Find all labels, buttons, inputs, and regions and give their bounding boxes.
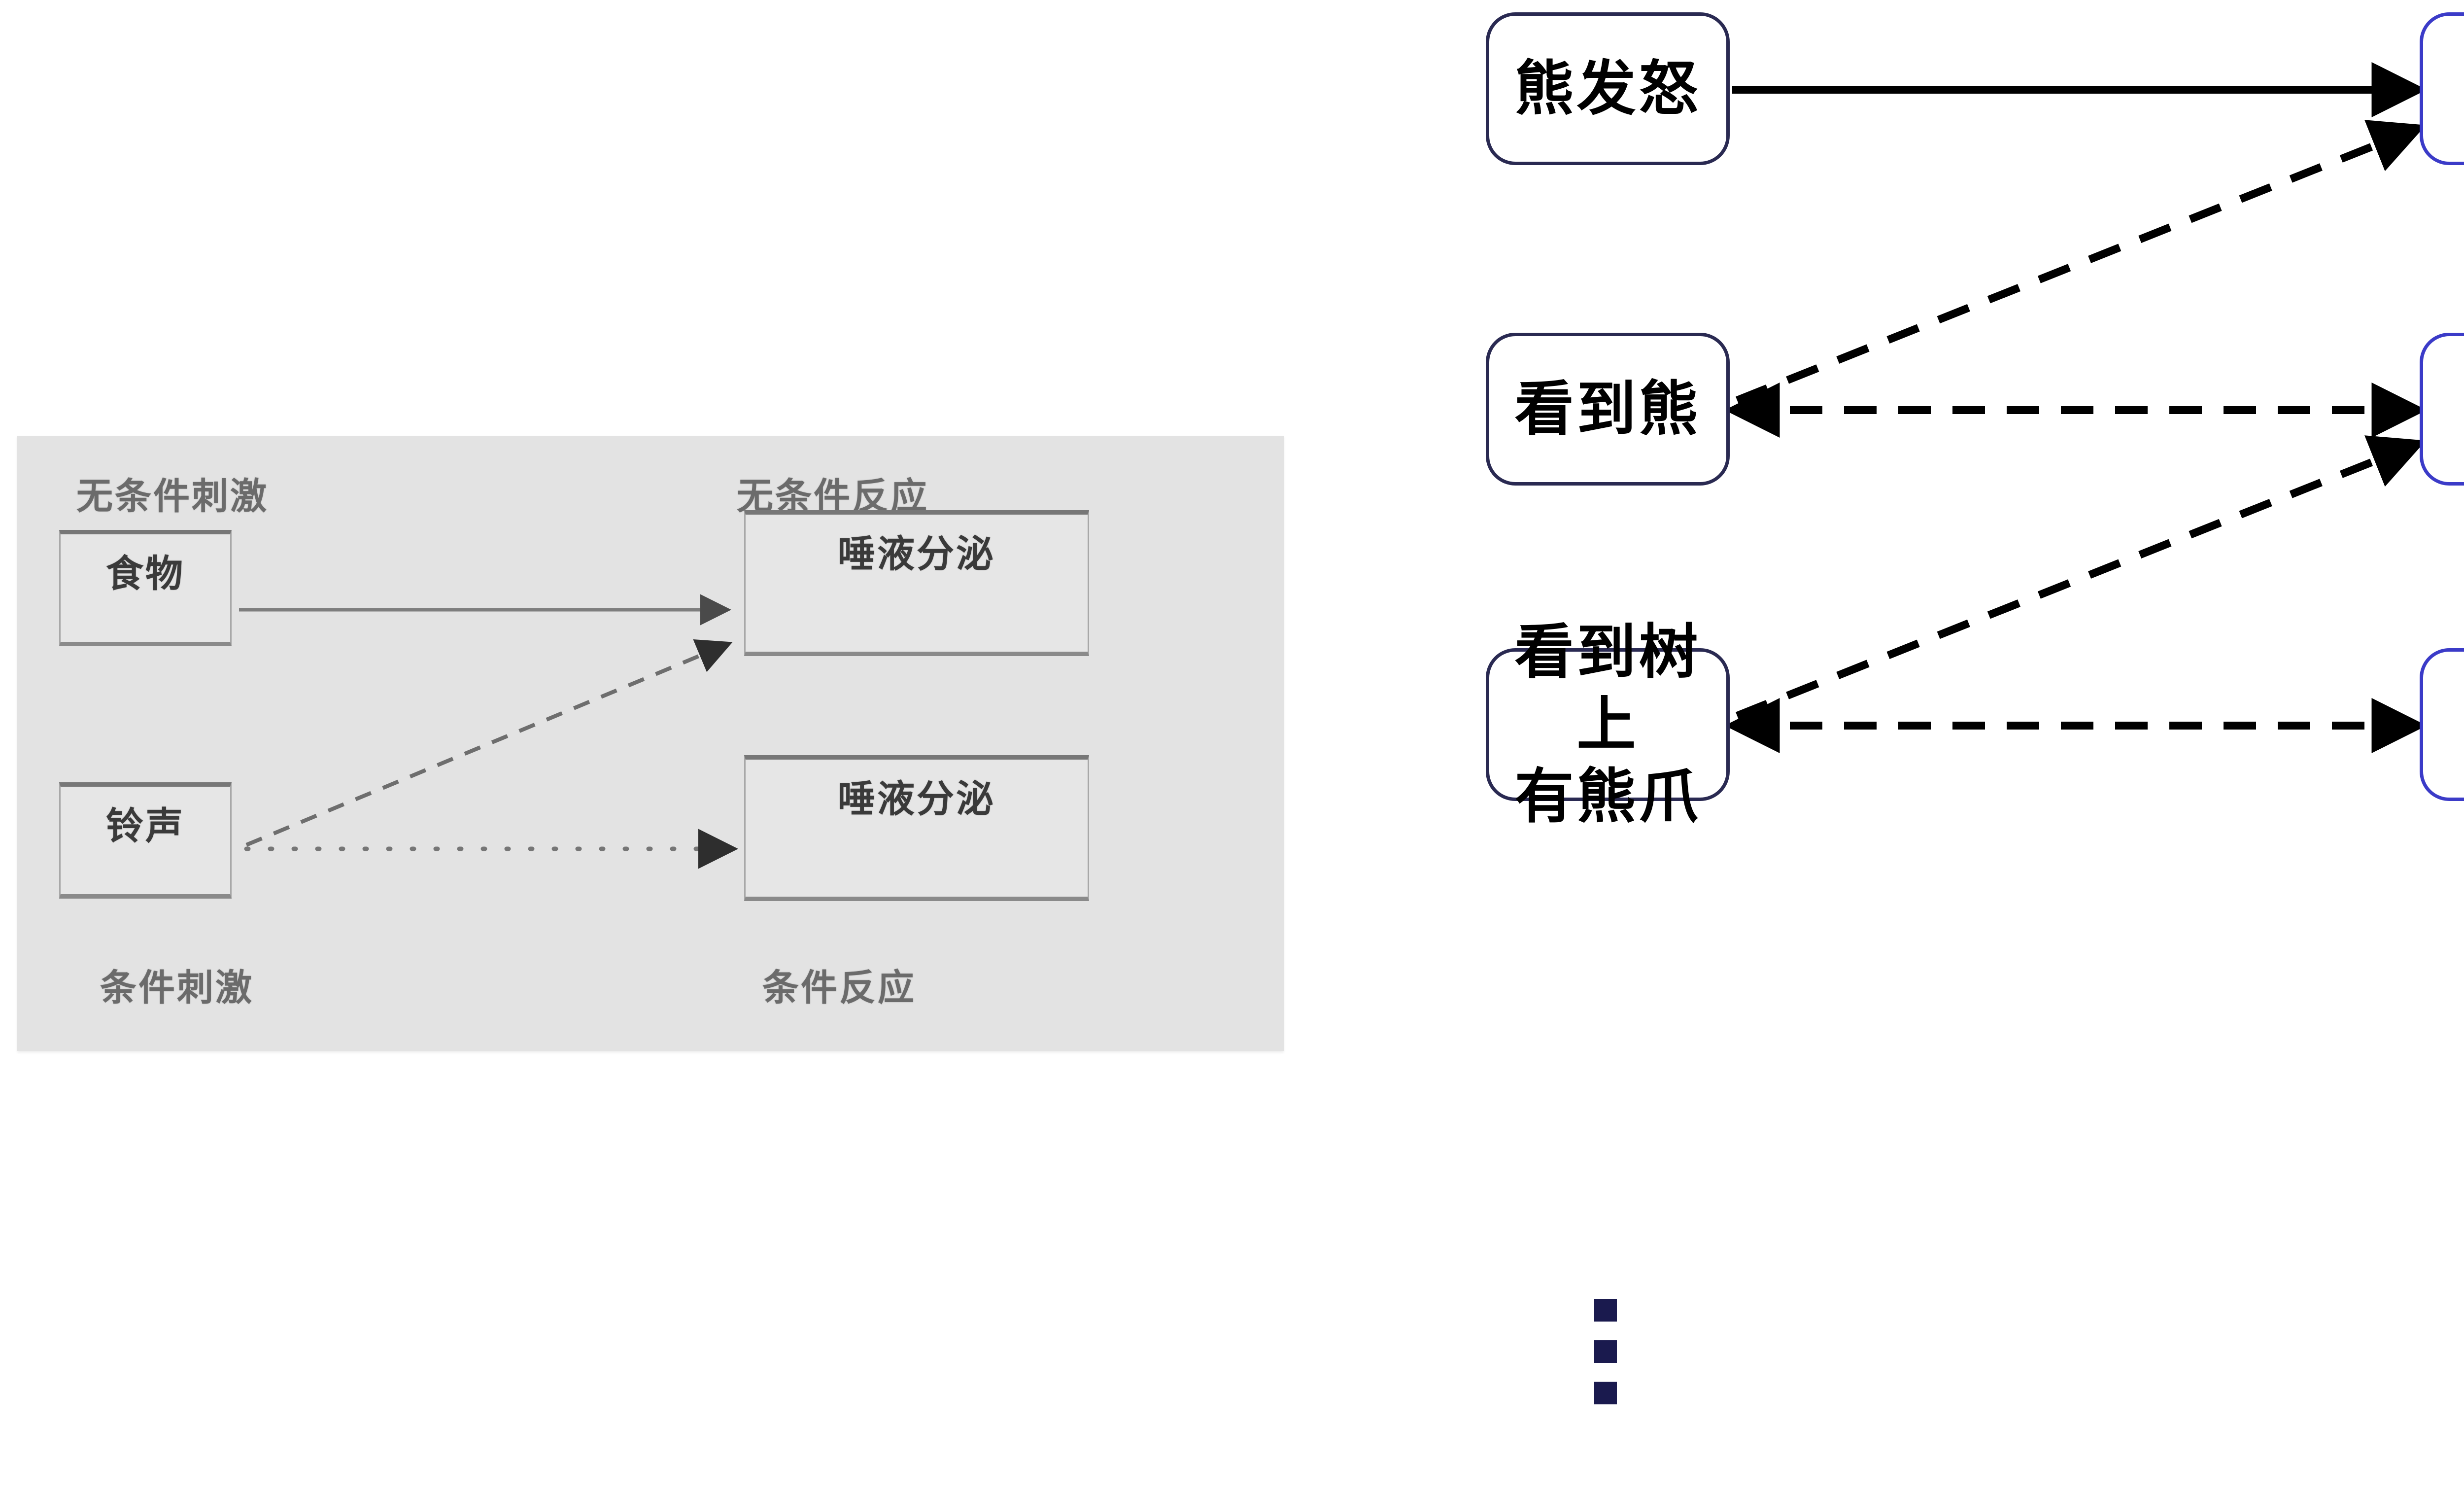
pavlov-box-bell-label: 铃声 xyxy=(106,805,185,847)
edge-see-bear-to-reward xyxy=(1736,120,2426,404)
ellipsis-dot xyxy=(1594,1382,1617,1404)
edge-see-claw-to-v-s-prime xyxy=(1736,435,2426,720)
node-value-s-prime[interactable]: V(s′) xyxy=(2420,333,2464,486)
node-see-bear[interactable]: 看到熊 xyxy=(1486,333,1730,486)
ellipsis-states xyxy=(1594,1299,1617,1404)
node-bear-angry[interactable]: 熊发怒 xyxy=(1486,12,1730,165)
node-value-s[interactable]: V(s) xyxy=(2420,648,2464,801)
node-see-bear-label: 看到熊 xyxy=(1514,376,1701,442)
pavlov-box-bell: 铃声 xyxy=(59,782,232,899)
label-unconditioned-stimulus: 无条件刺激 xyxy=(76,476,269,517)
label-conditioned-response: 条件反应 xyxy=(762,967,916,1008)
pavlov-box-food: 食物 xyxy=(59,530,232,646)
ellipsis-dot xyxy=(1594,1340,1617,1363)
node-reward[interactable]: 奖励 xyxy=(2420,12,2464,165)
node-see-tree-claw-label: 看到树上 有熊爪 xyxy=(1514,619,1701,830)
node-bear-angry-label: 熊发怒 xyxy=(1514,55,1701,122)
pavlov-box-food-label: 食物 xyxy=(106,553,185,595)
label-conditioned-stimulus: 条件刺激 xyxy=(100,967,254,1008)
pavlov-box-salivation-top: 唾液分泌 xyxy=(744,510,1089,656)
arrow-bell-to-salivation-top xyxy=(245,639,733,847)
pavlov-box-salivation-bottom-label: 唾液分泌 xyxy=(838,778,995,820)
pavlov-conditioning-panel: 无条件刺激 无条件反应 条件刺激 条件反应 食物 铃声 唾液分泌 唾液分泌 xyxy=(17,436,1284,1051)
label-unconditioned-response: 无条件反应 xyxy=(737,476,929,517)
pavlov-box-salivation-bottom: 唾液分泌 xyxy=(744,755,1089,901)
node-see-tree-claw[interactable]: 看到树上 有熊爪 xyxy=(1486,619,1730,830)
rl-arrows-layer xyxy=(1724,62,2427,753)
ellipsis-dot xyxy=(1594,1299,1617,1322)
rl-value-diagram: 熊发怒 看到熊 看到树上 有熊爪 奖励 V(s′) V(s) xyxy=(1454,0,2464,1499)
pavlov-arrows-layer xyxy=(239,594,738,869)
pavlov-box-salivation-top-label: 唾液分泌 xyxy=(838,533,995,575)
